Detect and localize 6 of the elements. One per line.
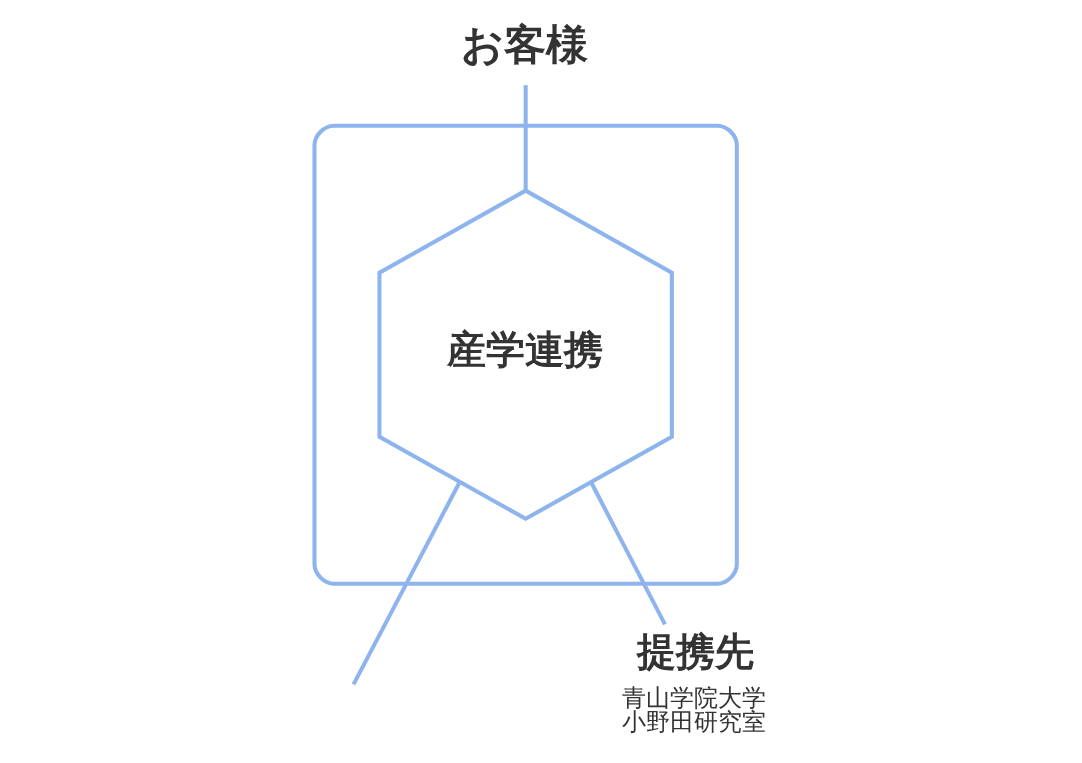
connector bbox=[351, 481, 461, 686]
connector bbox=[523, 85, 528, 191]
connector bbox=[588, 481, 667, 626]
node-text: 提携先 青山学院大学小野田研究室 bbox=[621, 629, 766, 736]
node-text: お客様 bbox=[461, 19, 588, 69]
cluster bbox=[311, 123, 739, 586]
